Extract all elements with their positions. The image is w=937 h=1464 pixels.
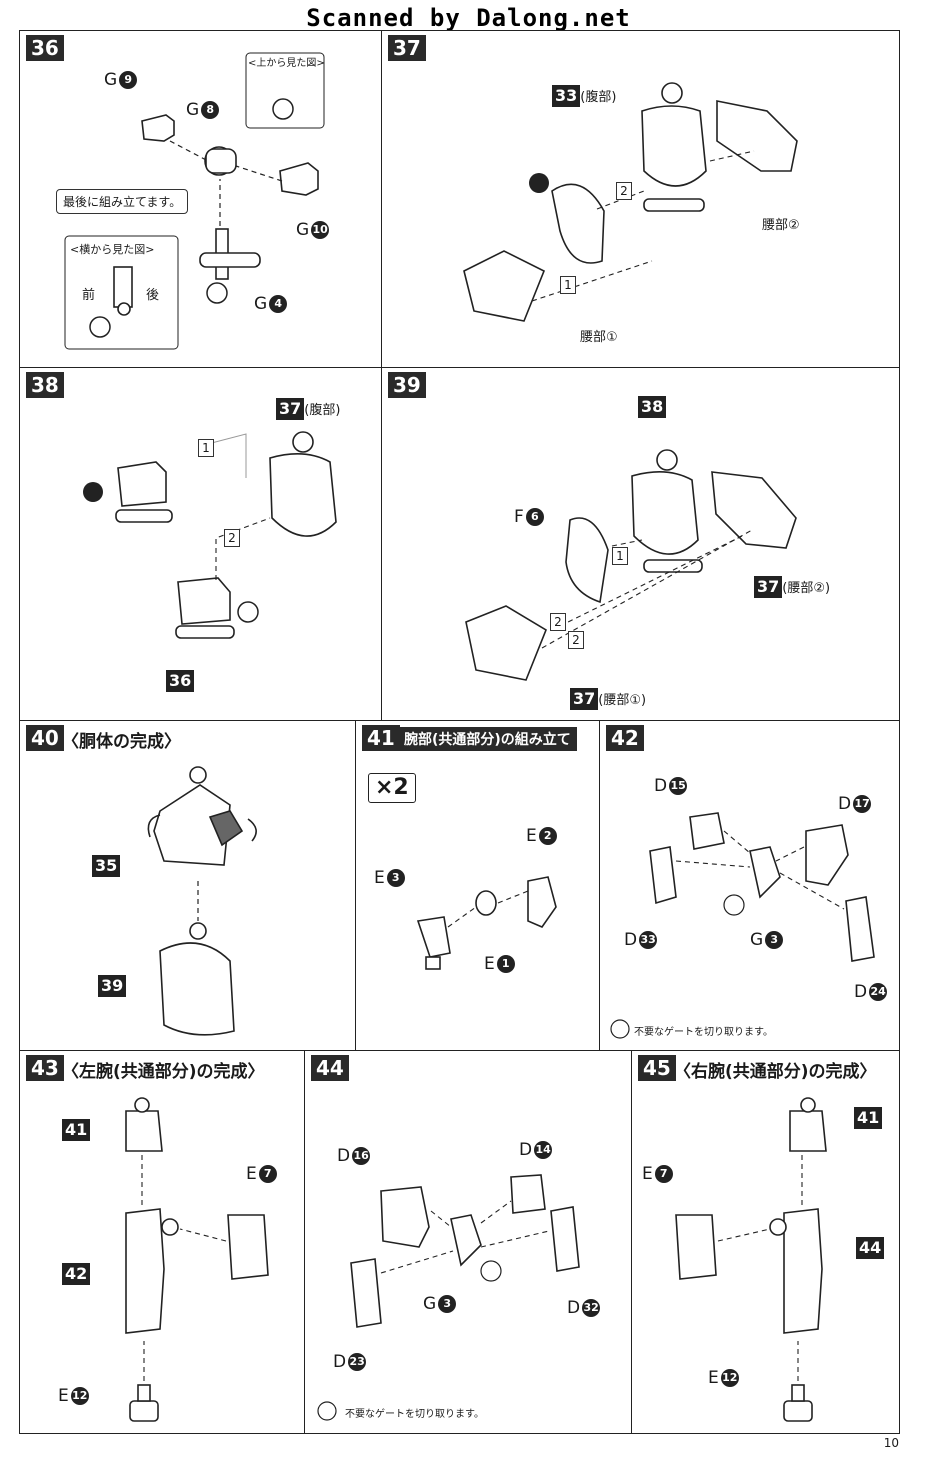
step-number: 44 [311, 1055, 349, 1081]
step-38-drawing [83, 431, 337, 639]
ref-41: 41 [62, 1119, 91, 1141]
step-title: 〈胴体の完成〉 [62, 732, 181, 752]
step-number: 45 [638, 1055, 676, 1081]
step-42-drawing [610, 812, 875, 1039]
step-number: 39 [388, 372, 426, 398]
step-39-drawing [465, 449, 797, 681]
side-view-label: <横から見た図> [70, 243, 155, 256]
step-43-drawing [125, 1097, 269, 1422]
step-title: 腕部(共通部分)の組み立て [398, 727, 577, 751]
label-waist-1: 腰部① [580, 330, 618, 345]
order-1: 1 [560, 273, 576, 295]
order-2: 2 [224, 526, 240, 548]
step-number: 36 [26, 35, 64, 61]
step-number: 40 [26, 725, 64, 751]
ref-37-waist-2: 37(腰部②) [754, 576, 830, 600]
step-title: 〈左腕(共通部分)の完成〉 [62, 1062, 265, 1082]
ref-37-abdomen: 37(腹部) [276, 398, 340, 422]
order-2b: 2 [568, 628, 584, 650]
step-number: 38 [26, 372, 64, 398]
page-number: 10 [883, 1436, 899, 1450]
back-label: 後 [146, 288, 160, 303]
step-40-drawing [147, 766, 257, 1036]
step-title: 〈右腕(共通部分)の完成〉 [674, 1062, 877, 1082]
order-1: 1 [612, 544, 628, 566]
step-number: 41 [362, 725, 400, 751]
step-45-drawing [675, 1097, 827, 1422]
note-assemble-last: 最後に組み立てます。 [56, 189, 189, 214]
order-2a: 2 [550, 610, 566, 632]
gate-note: 不要なゲートを切り取ります。 [634, 1027, 773, 1038]
step-41-drawing [416, 876, 557, 970]
step-number: 42 [606, 725, 644, 751]
step-37-panel: 37 33(腹部) 腰部② 腰部① 1 2 [381, 30, 900, 368]
front-label: 前 [82, 288, 96, 303]
watermark: Scanned by Dalong.net [306, 4, 631, 32]
order-1: 1 [198, 436, 214, 458]
gate-note: 不要なゲートを切り取ります。 [345, 1409, 484, 1420]
label-waist-2: 腰部② [762, 218, 800, 233]
ref-33-abdomen: 33(腹部) [552, 85, 616, 109]
step-37-drawing [463, 82, 798, 322]
ref-35: 35 [92, 855, 121, 877]
step-36-drawing [64, 52, 325, 350]
ref-37-waist-1: 37(腰部①) [570, 688, 646, 712]
order-2: 2 [616, 179, 632, 201]
step-38-panel: 38 37(腹部) 36 1 2 [19, 367, 382, 721]
step-number: 43 [26, 1055, 64, 1081]
ref-39: 39 [98, 975, 127, 997]
ref-38: 38 [638, 396, 667, 418]
ref-42: 42 [62, 1263, 91, 1285]
ref-36: 36 [166, 670, 195, 692]
step-44-drawing [317, 1174, 580, 1421]
top-view-label: <上から見た図> [248, 58, 325, 69]
step-number: 37 [388, 35, 426, 61]
quantity-x2: ×2 [368, 773, 416, 803]
ref-41: 41 [854, 1107, 883, 1129]
step-40-panel: 40 〈胴体の完成〉 35 39 [19, 720, 356, 1051]
ref-44: 44 [856, 1237, 885, 1259]
